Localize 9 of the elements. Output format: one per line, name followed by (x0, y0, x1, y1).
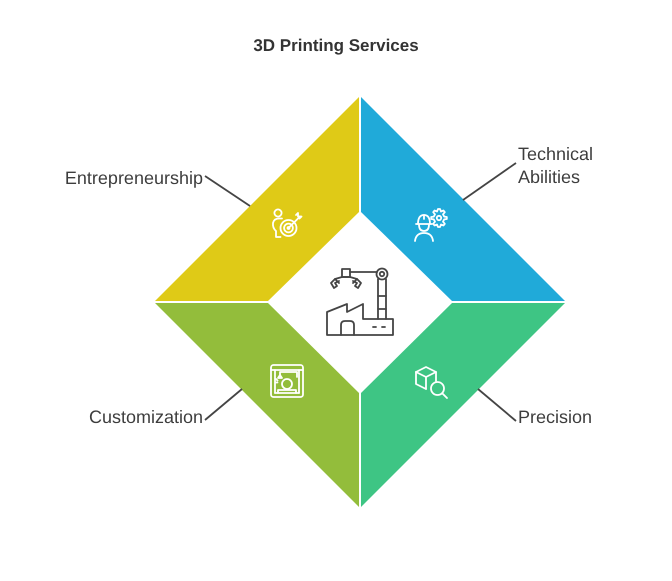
leader-line (204, 175, 250, 207)
leader-line (462, 162, 517, 201)
quadrant-label: Customization (88, 406, 203, 429)
diagram-title: 3D Printing Services (253, 36, 419, 55)
quadrant-label: Entrepreneurship (64, 167, 203, 190)
leader-line (477, 388, 517, 422)
quadrant-label: Precision (518, 406, 592, 429)
quadrant-label: Technical Abilities (518, 143, 594, 189)
leader-line (204, 388, 243, 421)
